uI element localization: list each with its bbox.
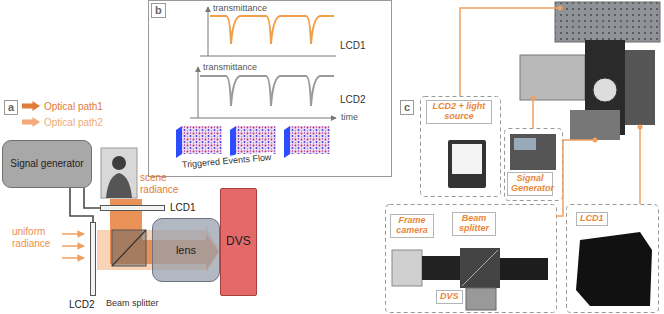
scene-photo-head	[112, 156, 126, 170]
signal-generator-display	[514, 138, 536, 150]
dashed-group	[421, 97, 501, 197]
dashed-group	[505, 129, 563, 201]
part-label: LCD2 + light source	[426, 100, 492, 124]
part-label: Beam splitter	[106, 298, 159, 308]
node-text: LCD2 + light source	[430, 102, 488, 122]
event-slice-face	[230, 126, 236, 158]
node-text: LCD2	[69, 299, 95, 310]
dvs-box: DVS	[220, 188, 257, 296]
lcd2-transmittance-curve	[200, 76, 334, 106]
node-text: DVS	[226, 235, 251, 249]
event-slice	[182, 126, 222, 154]
part-label: Beam splitter	[452, 212, 496, 236]
axis-label: transmittance	[203, 62, 257, 72]
beam-splitter-housing	[460, 248, 500, 288]
breadboard	[555, 2, 660, 42]
part-label: LCD1	[576, 212, 608, 226]
beam-splitter-cube	[112, 230, 146, 266]
part-label: Signal Generator	[507, 172, 553, 196]
legend-swatch	[22, 117, 40, 127]
legend-item: Optical path2	[22, 114, 103, 130]
panel-tag: a	[4, 100, 18, 115]
dvs-body	[466, 288, 496, 310]
signal-generator-box: Signal generator	[2, 140, 92, 188]
dashed-group	[567, 205, 659, 313]
curve-label: LCD2	[340, 94, 366, 106]
panel-b-art	[149, 1, 392, 177]
rig-mount	[520, 55, 585, 100]
node-text: lens	[176, 244, 196, 257]
leader-line	[556, 140, 595, 216]
panel-tag: c	[400, 100, 414, 115]
node-text: LCD1	[170, 202, 196, 213]
panel-tag: b	[151, 3, 166, 18]
leader-dot	[558, 6, 563, 11]
rig-lens	[593, 78, 617, 102]
axis-label: transmittance	[213, 3, 267, 13]
radiance-arrow	[62, 257, 84, 259]
leader-line	[639, 127, 641, 204]
part-label: DVS	[436, 290, 463, 304]
lcd-panel: LCD2	[90, 222, 96, 296]
node-text: Signal generator	[10, 158, 83, 170]
legend: Optical path1Optical path2	[22, 98, 103, 130]
curve-label: LCD1	[340, 40, 366, 52]
lcd2-device	[448, 140, 486, 188]
camera-lens	[422, 256, 460, 280]
leader-dot	[638, 125, 643, 130]
beam-splitter-diagonal	[112, 230, 146, 266]
rig-block	[625, 50, 655, 125]
lcd-panel: LCD1	[100, 205, 165, 211]
scene-photo	[101, 148, 137, 198]
frame-camera-body	[392, 250, 422, 286]
leader-dot	[593, 138, 598, 143]
legend-text: Optical path1	[44, 101, 103, 112]
x-axis	[200, 56, 336, 57]
dashed-group	[386, 205, 557, 313]
lens-box: lens	[152, 218, 220, 282]
camera-lens	[500, 258, 548, 280]
event-slice-face	[284, 126, 290, 158]
radiance-label: uniform radiance	[12, 226, 60, 249]
node-text: DVS	[440, 292, 459, 302]
scene-photo-body	[106, 173, 132, 198]
leader-dot	[531, 96, 536, 101]
panel-c-art	[386, 2, 661, 313]
legend-text: Optical path2	[44, 117, 103, 128]
part-label: Frame camera	[390, 214, 434, 238]
node-text: LCD1	[580, 214, 604, 224]
lcd1-hood	[576, 232, 652, 306]
rig-block	[570, 110, 620, 140]
axis-label: time	[341, 112, 358, 122]
beam-splitter-diagonal	[462, 250, 498, 286]
leader-line	[460, 8, 560, 96]
legend-item: Optical path1	[22, 98, 103, 114]
event-slice	[290, 126, 330, 154]
lcd2-screen	[452, 144, 482, 174]
y-axis	[208, 7, 209, 56]
lcd1-transmittance-curve	[210, 16, 334, 44]
panel-frame	[149, 1, 392, 177]
legend-swatch	[22, 101, 40, 111]
signal-wire	[84, 188, 100, 208]
radiance-arrow	[62, 233, 84, 235]
node-text: Frame camera	[394, 216, 430, 236]
radiance-label: scene radiance	[140, 172, 186, 195]
signal-generator-device	[510, 134, 556, 170]
time-axis	[190, 118, 336, 119]
event-slice	[236, 126, 276, 154]
event-slice-face	[176, 126, 182, 158]
leader-line	[532, 98, 534, 128]
y-axis	[198, 67, 199, 118]
node-text: Beam splitter	[456, 214, 492, 234]
radiance-arrow	[62, 245, 84, 247]
node-text: Signal Generator	[511, 174, 549, 194]
signal-wire	[70, 188, 93, 222]
